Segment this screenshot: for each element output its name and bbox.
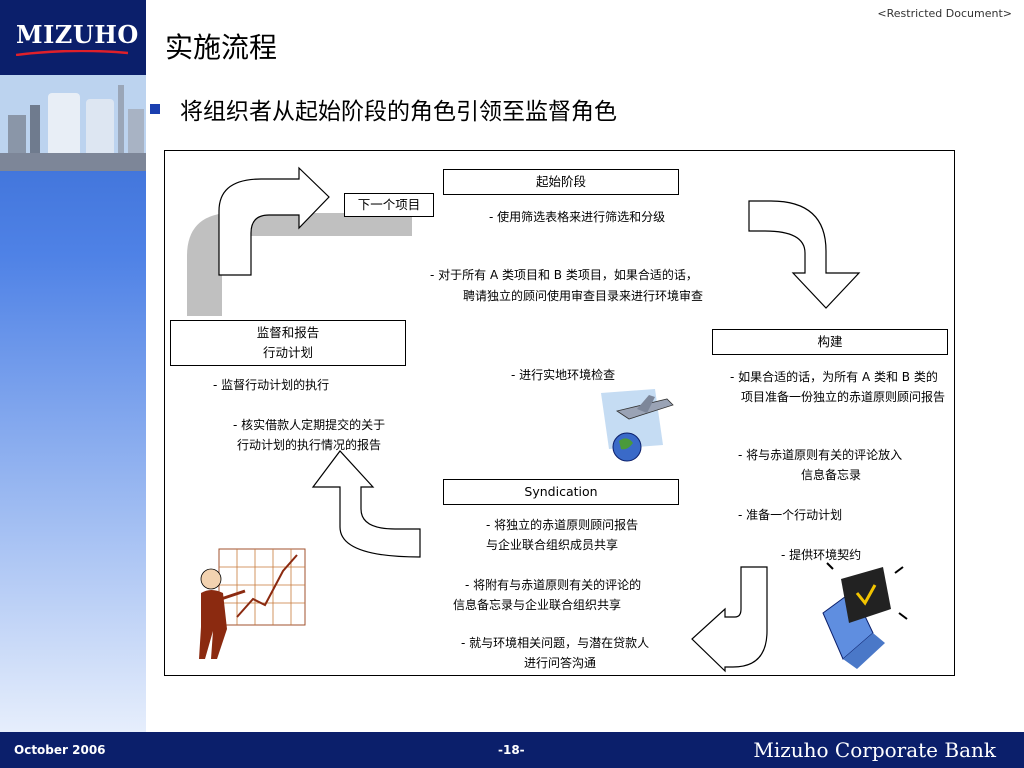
industrial-photo (0, 75, 146, 171)
build-item-4: 信息备忘录 (801, 468, 862, 482)
footer-date: October 2006 (14, 743, 106, 757)
syndication-item-5: - 就与环境相关问题，与潜在贷款人 (461, 636, 650, 650)
logo-swoosh-icon (16, 50, 128, 56)
site-check-text: - 进行实地环境检查 (511, 368, 616, 382)
bottom-right-arrow (691, 566, 768, 673)
build-item-2: 项目准备一份独立的赤道原则顾问报告 (741, 390, 946, 404)
monitor-report-box: 监督和报告 行动计划 (170, 320, 406, 366)
build-item-1: - 如果合适的话，为所有 A 类和 B 类的 (730, 370, 938, 384)
restricted-label: <Restricted Document> (877, 7, 1012, 20)
syndication-box: Syndication (443, 479, 679, 505)
page-title: 实施流程 (165, 31, 278, 64)
build-item-6: - 提供环境契约 (781, 548, 862, 562)
airplane-globe-icon (601, 389, 674, 462)
top-left-arrow (218, 166, 330, 276)
bank-name: Mizuho Corporate Bank (753, 738, 996, 762)
syndication-item-6: 进行问答沟通 (524, 656, 597, 670)
process-diagram: 下一个项目 起始阶段 - 使用筛选表格来进行筛选和分级 - 对于所有 A 类项目… (164, 150, 955, 676)
build-item-3: - 将与赤道原则有关的评论放入 (738, 448, 903, 462)
monitor-item-3: 行动计划的执行情况的报告 (237, 438, 382, 452)
logo-panel: MIZUHO (0, 0, 146, 75)
gray-return-arrow (187, 213, 412, 316)
syndication-item-4: 信息备忘录与企业联合组织共享 (453, 598, 622, 612)
monitor-box-line-2: 行动计划 (262, 345, 313, 360)
building-contract-icon (822, 562, 908, 669)
syndication-item-1: - 将独立的赤道原则顾问报告 (486, 518, 639, 532)
build-box: 构建 (712, 329, 948, 355)
bottom-left-arrow (311, 450, 421, 558)
top-right-arrow (748, 200, 861, 309)
start-item-1: - 使用筛选表格来进行筛选和分级 (489, 210, 666, 224)
syndication-item-3: - 将附有与赤道原则有关的评论的 (465, 578, 642, 592)
bullet-heading: 将组织者从起始阶段的角色引领至监督角色 (150, 92, 617, 126)
bullet-square-icon (150, 104, 160, 114)
monitor-item-2: - 核实借款人定期提交的关于 (233, 418, 386, 432)
left-sidebar: MIZUHO (0, 0, 146, 732)
start-item-2: - 对于所有 A 类项目和 B 类项目，如果合适的话， (430, 268, 698, 282)
start-item-3: 聘请独立的顾问使用审查目录来进行环境审查 (463, 289, 704, 303)
start-stage-box: 起始阶段 (443, 169, 679, 195)
bullet-text: 将组织者从起始阶段的角色引领至监督角色 (180, 99, 617, 125)
footer-bar: October 2006 -18- Mizuho Corporate Bank (0, 732, 1024, 768)
flow-arrows (187, 166, 908, 673)
monitor-item-1: - 监督行动计划的执行 (213, 378, 330, 392)
man-chart-icon (199, 548, 306, 659)
mizuho-logo: MIZUHO (16, 20, 139, 49)
build-item-5: - 准备一个行动计划 (738, 508, 843, 522)
syndication-item-2: 与企业联合组织成员共享 (486, 538, 619, 552)
monitor-box-line-1: 监督和报告 (256, 325, 320, 340)
next-project-box: 下一个项目 (344, 193, 434, 217)
page-number: -18- (498, 743, 525, 757)
